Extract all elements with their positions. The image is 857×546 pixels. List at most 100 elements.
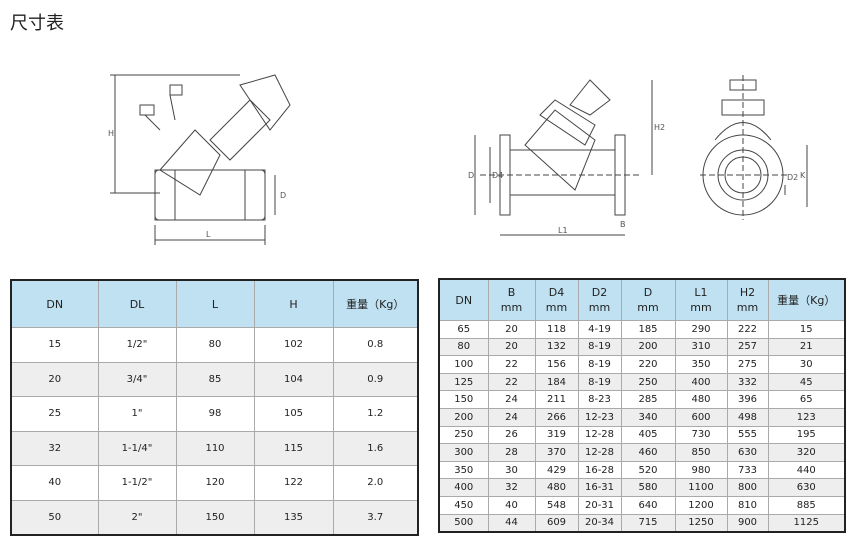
header-name: D <box>643 286 653 299</box>
table-cell: 980 <box>674 460 728 480</box>
dim-d2-label: D2 <box>787 173 798 182</box>
table-cell: 156 <box>534 355 579 374</box>
table-cell: 211 <box>534 390 579 409</box>
table-cell: 120 <box>175 465 255 501</box>
table-cell: 150 <box>438 390 489 409</box>
table-cell: 300 <box>438 443 489 462</box>
dim-k-label: K <box>800 171 806 180</box>
table-cell: 630 <box>767 478 846 497</box>
table-cell: 21 <box>767 337 846 357</box>
table-cell: 555 <box>726 425 769 445</box>
table-cell: 4-19 <box>577 320 622 339</box>
table-cell: 12-23 <box>577 407 622 427</box>
table-cell: 3/4" <box>97 361 177 397</box>
column-header: DN <box>438 278 489 321</box>
table-cell: 20-34 <box>577 513 622 533</box>
table-cell: 332 <box>726 372 769 392</box>
table-cell: 900 <box>726 513 769 533</box>
table-cell: 118 <box>534 320 579 339</box>
table-cell: 40 <box>487 495 536 515</box>
table-cell: 40 <box>10 465 99 501</box>
dim-l-label: L <box>206 230 211 239</box>
table-cell: 548 <box>534 495 579 515</box>
table-cell: 310 <box>674 337 728 357</box>
table-cell: 22 <box>487 372 536 392</box>
table-cell: 600 <box>674 407 728 427</box>
column-header: DN <box>10 279 99 328</box>
table-cell: 396 <box>726 390 769 409</box>
table-cell: 640 <box>620 495 676 515</box>
table-cell: 8-19 <box>577 372 622 392</box>
table-cell: 580 <box>620 478 676 497</box>
table-cell: 12-28 <box>577 443 622 462</box>
table-cell: 480 <box>534 478 579 497</box>
table-cell: 22 <box>487 355 536 374</box>
table-cell: 1/2" <box>97 327 177 363</box>
table-cell: 498 <box>726 407 769 427</box>
flanged-valve-drawing: D D4 H2 L1 B D2 K <box>468 75 808 236</box>
column-header: 重量（Kg） <box>332 279 419 328</box>
dim-b-label: B <box>620 220 626 229</box>
table-cell: 80 <box>438 337 489 357</box>
table-cell: 733 <box>726 460 769 480</box>
table-cell: 1125 <box>767 513 846 533</box>
table-cell: 885 <box>767 495 846 515</box>
table-cell: 850 <box>674 443 728 462</box>
table-cell: 26 <box>487 425 536 445</box>
table-cell: 1" <box>97 396 177 432</box>
column-header: 重量（Kg） <box>767 278 846 321</box>
table-cell: 30 <box>487 460 536 480</box>
table-cell: 460 <box>620 443 676 462</box>
header-unit: mm <box>690 301 712 314</box>
table-cell: 122 <box>253 465 334 501</box>
table-cell: 630 <box>726 443 769 462</box>
table-cell: 28 <box>487 443 536 462</box>
header-unit: mm <box>637 301 659 314</box>
table-cell: 15 <box>767 320 846 339</box>
table-cell: 0.9 <box>332 361 419 397</box>
table-cell: 12-28 <box>577 425 622 445</box>
table-cell: 50 <box>10 499 99 536</box>
table-cell: 115 <box>253 430 334 466</box>
table-cell: 24 <box>487 407 536 427</box>
table-cell: 8-19 <box>577 337 622 357</box>
table-cell: 520 <box>620 460 676 480</box>
table-cell: 350 <box>674 355 728 374</box>
table-cell: 8-19 <box>577 355 622 374</box>
table-cell: 400 <box>674 372 728 392</box>
table-cell: 440 <box>767 460 846 480</box>
header-unit: mm <box>500 301 523 314</box>
header-unit: mm <box>736 301 759 314</box>
table-cell: 44 <box>487 513 536 533</box>
header-name: DN <box>455 293 473 307</box>
table-cell: 65 <box>767 390 846 409</box>
dim-h2-label: H2 <box>654 123 665 132</box>
table-cell: 2" <box>97 499 177 536</box>
table-cell: 20 <box>487 320 536 339</box>
table-cell: 222 <box>726 320 769 339</box>
table-cell: 98 <box>175 396 255 432</box>
table-cell: 20 <box>10 361 99 397</box>
table-cell: 257 <box>726 337 769 357</box>
header-name: B <box>507 286 516 299</box>
table-cell: 1-1/4" <box>97 430 177 466</box>
table-cell: 429 <box>534 460 579 480</box>
table-cell: 1.2 <box>332 396 419 432</box>
table-cell: 25 <box>10 396 99 432</box>
